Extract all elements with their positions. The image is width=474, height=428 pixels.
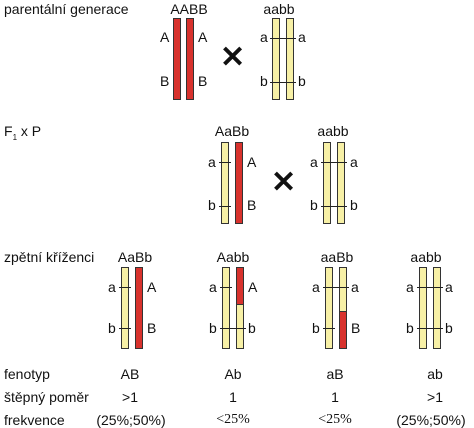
allele-label: B (160, 73, 170, 89)
locus-mark (321, 206, 347, 207)
allele-label: a (108, 279, 116, 295)
row1-label: parentální generace (4, 1, 129, 17)
locus-mark (323, 328, 335, 329)
chromosome (173, 18, 181, 100)
chromosome (337, 142, 345, 224)
ratio-value: 1 (229, 389, 237, 405)
allele-label: b (350, 197, 358, 213)
allele-label: a (445, 279, 453, 295)
allele-label: a (208, 154, 216, 170)
allele-label: b (209, 320, 217, 336)
locus-mark (219, 206, 231, 207)
frequency-value: <25% (318, 412, 352, 427)
allele-label: b (312, 320, 320, 336)
allele-label: A (248, 279, 258, 295)
allele-label: A (160, 29, 170, 45)
allele-label: b (260, 73, 268, 89)
chromosome (186, 18, 194, 100)
locus-mark (417, 287, 443, 288)
chromosome (433, 267, 441, 349)
row1-left-genotype: AABB (170, 1, 208, 17)
allele-label: a (260, 29, 268, 45)
allele-label: a (312, 279, 320, 295)
allele-label: B (198, 73, 208, 89)
frequency-label: frekvence (4, 412, 65, 428)
locus-mark (119, 328, 131, 329)
locus-mark (219, 162, 231, 163)
chromosome-red-segment (339, 311, 347, 349)
locus-mark (270, 82, 296, 83)
chromosome (325, 267, 333, 349)
allele-label: a (298, 29, 306, 45)
row2-label: F1 x P (4, 124, 41, 142)
offspring-genotype: AaBb (117, 249, 153, 265)
locus-mark (220, 287, 232, 288)
frequency-value: <25% (216, 412, 250, 427)
chromosome (221, 142, 229, 224)
chromosome (272, 18, 280, 100)
allele-label: B (247, 197, 257, 213)
chromosome (222, 267, 230, 349)
phenotype-value: ab (427, 366, 443, 382)
chromosome (135, 267, 143, 349)
allele-label: A (247, 154, 257, 170)
allele-label: a (310, 154, 318, 170)
frequency-value: (25%;50%) (96, 412, 166, 428)
phenotype-value: AB (120, 366, 140, 382)
allele-label: b (298, 73, 306, 89)
allele-label: b (108, 320, 116, 336)
row2-right-genotype: aabb (317, 123, 349, 139)
ratio-value: 1 (331, 389, 339, 405)
chromosome (323, 142, 331, 224)
offspring-genotype: aaBb (320, 249, 354, 265)
locus-mark (417, 328, 443, 329)
allele-label: b (208, 197, 216, 213)
locus-mark (119, 287, 131, 288)
row2-label-rest: x P (17, 123, 42, 139)
chromosome (419, 267, 427, 349)
cross-symbol: ✕ (271, 166, 297, 199)
allele-label: a (350, 154, 358, 170)
row2-left-genotype: AaBb (214, 123, 250, 139)
allele-label: A (198, 29, 208, 45)
locus-mark (323, 287, 349, 288)
cross-symbol: ✕ (220, 41, 246, 74)
locus-mark (321, 162, 347, 163)
locus-mark (270, 38, 296, 39)
allele-label: a (209, 279, 217, 295)
allele-label: a (406, 279, 414, 295)
frequency-value: (25%;50%) (396, 412, 466, 428)
allele-label: b (445, 320, 453, 336)
phenotype-value: Ab (224, 366, 242, 382)
row2-label-main: F (4, 123, 13, 139)
allele-label: B (147, 320, 157, 336)
allele-label: b (248, 320, 256, 336)
allele-label: B (351, 320, 361, 336)
row1-right-genotype: aabb (263, 1, 295, 17)
chromosome (121, 267, 129, 349)
allele-label: b (406, 320, 414, 336)
allele-label: a (351, 279, 359, 295)
phenotype-label: fenotyp (4, 366, 50, 382)
phenotype-value: aB (326, 366, 344, 382)
chromosome (235, 142, 243, 224)
locus-mark (220, 328, 246, 329)
offspring-genotype: aabb (410, 249, 442, 265)
ratio-value: >1 (122, 389, 138, 405)
row2-label-subscript: 1 (12, 132, 18, 142)
chromosome-red-segment (236, 267, 244, 305)
allele-label: A (147, 279, 157, 295)
row3-label: zpětní kříženci (4, 249, 95, 265)
offspring-genotype: Aabb (216, 249, 250, 265)
ratio-label: štěpný poměr (4, 389, 89, 405)
allele-label: b (310, 197, 318, 213)
ratio-value: >1 (427, 389, 443, 405)
chromosome (286, 18, 294, 100)
